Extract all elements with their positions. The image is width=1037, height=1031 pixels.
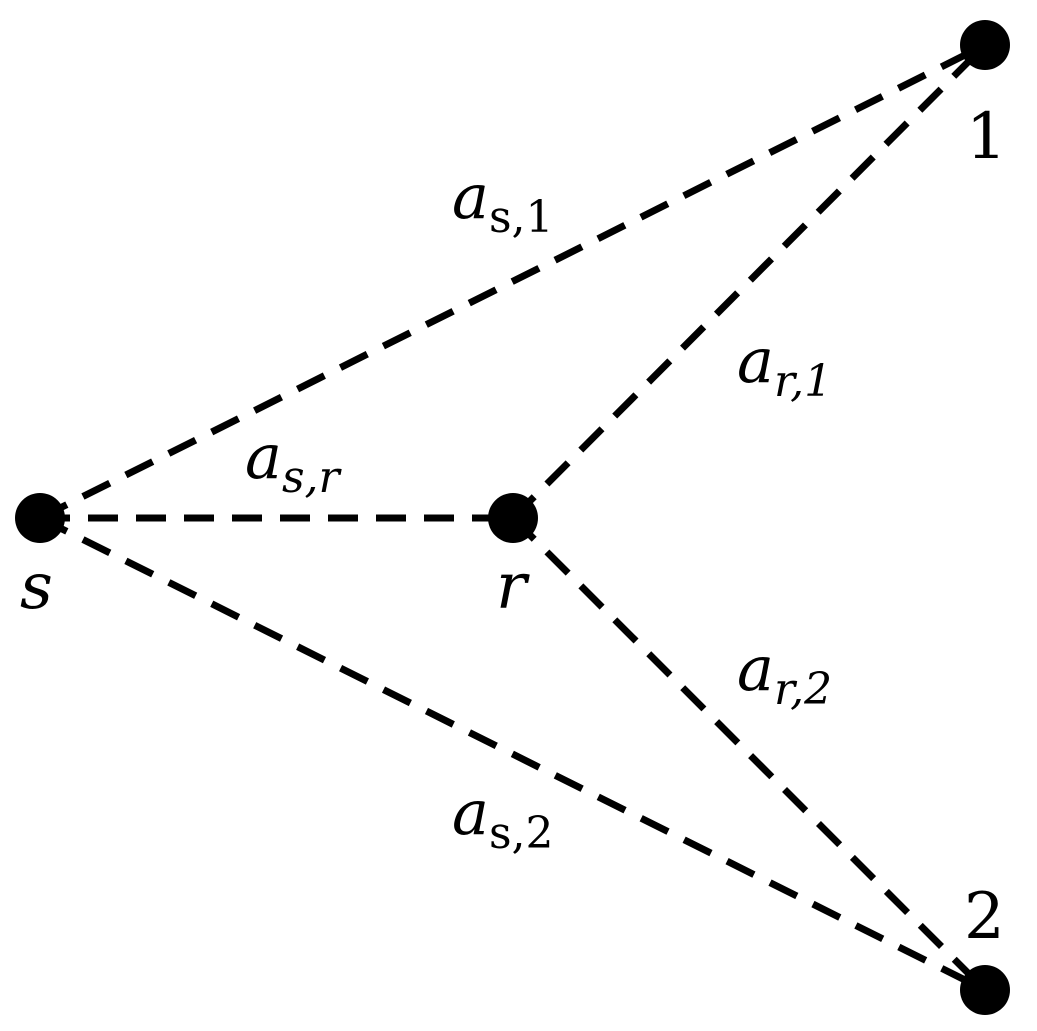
edge-s-1 xyxy=(38,41,987,522)
edge-s-r-symbol: a xyxy=(245,420,282,493)
node-s xyxy=(15,493,65,543)
edge-s-2 xyxy=(38,514,987,994)
node-2 xyxy=(960,965,1010,1015)
edge-r-1-label: ar,1 xyxy=(737,324,832,407)
edge-s-2-subscript: s,2 xyxy=(489,808,554,859)
edge-r-2 xyxy=(510,515,988,993)
edge-r-2-subscript: r,2 xyxy=(774,664,832,715)
edge-s-r-label: as,r xyxy=(245,420,343,503)
edge-s-1-subscript: s,1 xyxy=(489,192,554,243)
edge-r-1-subscript: r,1 xyxy=(774,356,832,407)
node-2-label: 2 xyxy=(964,880,1005,954)
edge-s-1-symbol: a xyxy=(452,160,489,233)
node-s-label: s xyxy=(20,550,53,624)
edge-r-1-symbol: a xyxy=(737,324,774,397)
node-r-label: r xyxy=(496,550,530,624)
node-r xyxy=(488,493,538,543)
edge-r-1 xyxy=(510,42,988,521)
edge-s-2-symbol: a xyxy=(452,776,489,849)
edge-s-r-subscript: s,r xyxy=(282,452,343,503)
edge-s-1-label: as,1 xyxy=(452,160,554,243)
node-1-label: 1 xyxy=(966,100,1007,174)
edge-s-2-label: as,2 xyxy=(452,776,554,859)
node-1 xyxy=(960,20,1010,70)
edge-r-2-label: ar,2 xyxy=(737,632,832,715)
edge-r-2-symbol: a xyxy=(737,632,774,705)
